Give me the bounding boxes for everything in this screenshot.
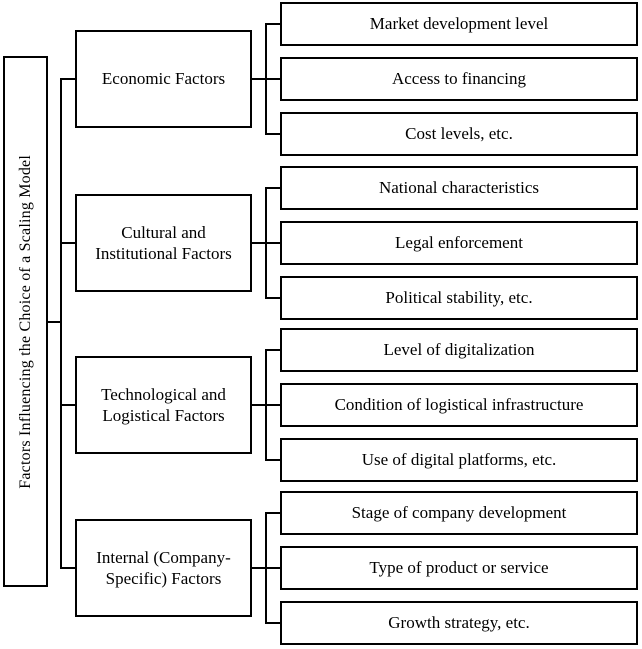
leaf-label: Use of digital platforms, etc.	[361, 450, 557, 469]
leaf-label: Level of digitalization	[383, 340, 535, 359]
root-label: Factors Influencing the Choice of a Scal…	[16, 154, 34, 489]
leaf-node: Stage of company development	[280, 491, 638, 535]
leaf-node: Level of digitalization	[280, 328, 638, 372]
leaf-label: Market development level	[369, 14, 549, 33]
leaf-label: Legal enforcement	[395, 233, 523, 252]
category-node-internal: Internal (Company-Specific) Factors	[75, 519, 252, 617]
leaf-label: Stage of company development	[351, 503, 567, 522]
category-node-economic: Economic Factors	[75, 30, 252, 128]
category-label: Internal (Company-Specific) Factors	[96, 547, 231, 588]
leaf-label: Access to financing	[391, 69, 527, 88]
leaf-node: Legal enforcement	[280, 221, 638, 265]
category-label: Economic Factors	[101, 69, 226, 89]
leaf-label: Political stability, etc.	[385, 288, 533, 307]
category-label: Technological and Logistical Factors	[101, 384, 226, 425]
leaf-node: Political stability, etc.	[280, 276, 638, 320]
leaf-node: National characteristics	[280, 166, 638, 210]
leaf-node: Cost levels, etc.	[280, 112, 638, 156]
leaf-node: Growth strategy, etc.	[280, 601, 638, 645]
leaf-node: Condition of logistical infrastructure	[280, 383, 638, 427]
leaf-label: Growth strategy, etc.	[388, 613, 530, 632]
category-label: Cultural and Institutional Factors	[95, 222, 232, 263]
leaf-node: Type of product or service	[280, 546, 638, 590]
category-node-technological-logistical: Technological and Logistical Factors	[75, 356, 252, 454]
leaf-label: National characteristics	[378, 178, 539, 197]
leaf-node: Market development level	[280, 2, 638, 46]
leaf-label: Condition of logistical infrastructure	[334, 395, 584, 414]
root-node: Factors Influencing the Choice of a Scal…	[3, 56, 48, 587]
category-node-cultural-institutional: Cultural and Institutional Factors	[75, 194, 252, 292]
leaf-node: Use of digital platforms, etc.	[280, 438, 638, 482]
leaf-label: Cost levels, etc.	[405, 124, 513, 143]
leaf-label: Type of product or service	[369, 558, 549, 577]
leaf-node: Access to financing	[280, 57, 638, 101]
